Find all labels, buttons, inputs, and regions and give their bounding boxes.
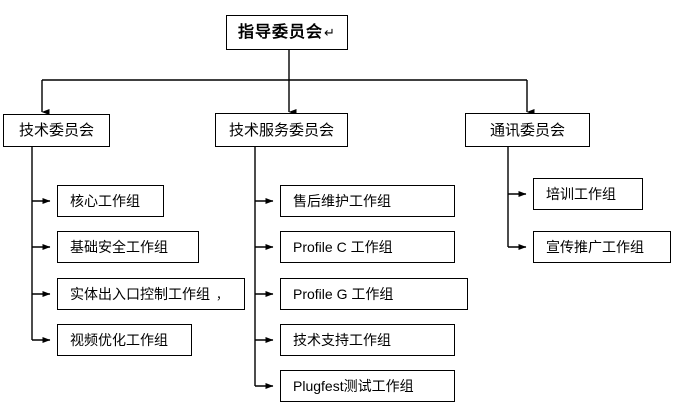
node-label: 技术支持工作组: [293, 332, 391, 348]
paragraph-mark-icon: ↵: [324, 24, 336, 40]
node-communication-committee[interactable]: 通讯委员会: [465, 113, 590, 147]
connector-branch-communication: [507, 147, 527, 250]
node-plugfest-testing-workgroup[interactable]: Plugfest测试工作组: [280, 370, 455, 402]
node-technical-support-workgroup[interactable]: 技术支持工作组: [280, 324, 455, 356]
node-label: 技术委员会: [18, 122, 94, 139]
connector-branch-technical: [31, 147, 51, 343]
node-video-optimization-workgroup[interactable]: 视频优化工作组: [57, 324, 192, 356]
connector-branch-technical-service: [254, 147, 274, 389]
node-profile-c-workgroup[interactable]: Profile C 工作组: [280, 231, 455, 263]
node-core-workgroup[interactable]: 核心工作组: [57, 185, 164, 217]
node-label: 视频优化工作组: [70, 332, 168, 348]
node-promotion-workgroup[interactable]: 宣传推广工作组: [533, 231, 671, 263]
node-label: 宣传推广工作组: [546, 239, 644, 255]
node-after-sales-maintenance-workgroup[interactable]: 售后维护工作组: [280, 185, 455, 217]
node-technical-committee[interactable]: 技术委员会: [3, 114, 110, 147]
node-profile-g-workgroup[interactable]: Profile G 工作组: [280, 278, 468, 310]
node-physical-access-control-workgroup[interactable]: 实体出入口控制工作组 ，: [57, 278, 245, 310]
node-label: Profile C 工作组: [293, 239, 393, 255]
node-training-workgroup[interactable]: 培训工作组: [533, 178, 643, 210]
node-label: 实体出入口控制工作组: [70, 286, 210, 302]
node-label: 技术服务委员会: [228, 121, 334, 139]
node-label: 培训工作组: [546, 186, 616, 202]
node-technical-service-committee[interactable]: 技术服务委员会: [215, 113, 348, 147]
node-label: 通讯委员会: [489, 121, 565, 139]
node-label: 售后维护工作组: [293, 193, 391, 209]
node-label: 指导委员会: [238, 23, 324, 41]
node-basic-security-workgroup[interactable]: 基础安全工作组: [57, 231, 199, 263]
trailing-mark: ，: [216, 287, 229, 302]
node-steering-committee[interactable]: 指导委员会↵: [226, 15, 348, 50]
node-label: Profile G 工作组: [293, 286, 394, 302]
node-label: 核心工作组: [70, 193, 140, 209]
node-label: Plugfest测试工作组: [293, 378, 414, 394]
node-label: 基础安全工作组: [70, 239, 168, 255]
